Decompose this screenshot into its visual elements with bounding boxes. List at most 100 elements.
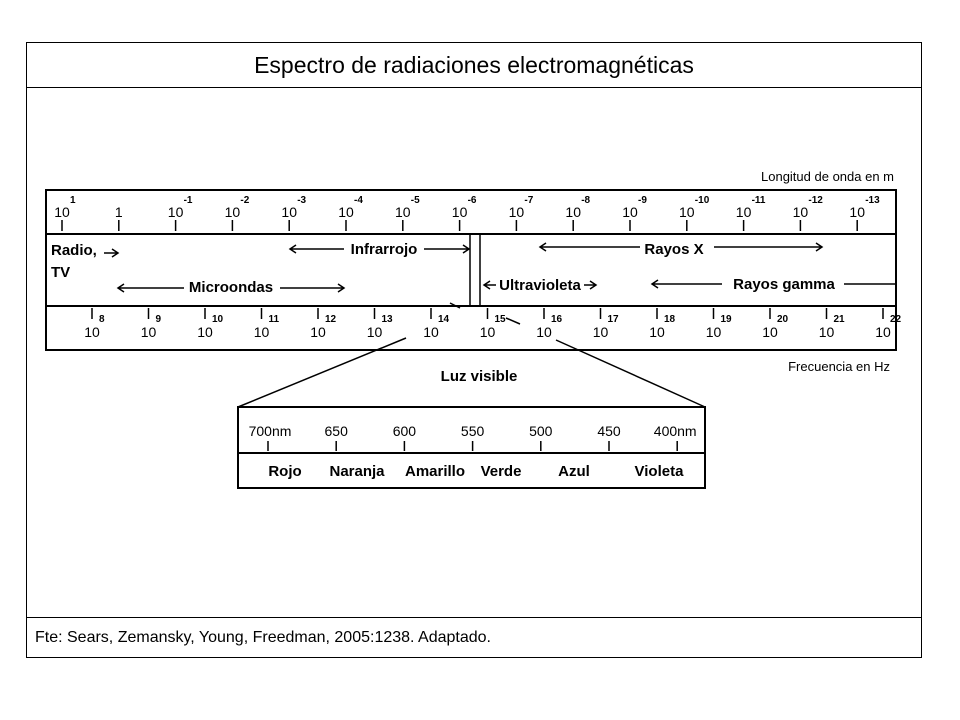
wavelength-tick-exponent: -11: [752, 195, 766, 206]
wavelength-tick-exponent: -2: [240, 195, 249, 206]
wavelength-tick-exponent: 1: [70, 195, 76, 206]
band-ultravioleta-label: Ultravioleta: [499, 277, 581, 294]
frequency-tick-base: 10: [649, 324, 665, 340]
frequency-tick-base: 10: [536, 324, 552, 340]
frequency-tick-base: 10: [84, 324, 100, 340]
band-rayos-x-label: Rayos X: [644, 241, 703, 258]
visible-color-names: Rojo Naranja Amarillo Verde Azul Violeta: [268, 463, 684, 480]
wavelength-tick-exponent: -5: [411, 195, 420, 206]
band-microondas-label: Microondas: [189, 279, 273, 296]
frequency-tick-exponent: 19: [721, 314, 733, 325]
wavelength-tick-exponent: -3: [297, 195, 306, 206]
visible-wavelength-label: 550: [461, 423, 485, 439]
visible-light-box: [237, 406, 706, 489]
visible-wavelength-ticks: 700nm 650 600 550 500 450 400nm: [249, 423, 697, 451]
wavelength-tick-exponent: -7: [524, 195, 533, 206]
radio-arrow: [104, 248, 120, 258]
wavelength-tick-exponent: -10: [695, 195, 710, 206]
zoom-line-right: [555, 339, 706, 408]
wavelength-tick-exponent: -13: [865, 195, 880, 206]
ultravioleta-arrow-right: [584, 280, 598, 290]
visible-color-name: Naranja: [329, 463, 385, 480]
frequency-tick-base: 10: [706, 324, 722, 340]
visible-wavelength-label: 500: [529, 423, 553, 439]
wavelength-axis-label: Longitud de onda en m: [761, 169, 894, 184]
frequency-tick-base: 10: [367, 324, 383, 340]
frequency-tick-exponent: 18: [664, 314, 676, 325]
microondas-arrow-right: [280, 283, 346, 293]
diagram-frame: Espectro de radiaciones electromagnética…: [26, 42, 922, 658]
frequency-tick-base: 10: [875, 324, 891, 340]
frequency-tick-exponent: 20: [777, 314, 789, 325]
wavelength-tick-base: 10: [736, 204, 752, 220]
frequency-tick-exponent: 10: [212, 314, 224, 325]
wavelength-tick-base: 10: [281, 204, 297, 220]
frequency-tick-base: 10: [254, 324, 270, 340]
frequency-tick-exponent: 21: [834, 314, 846, 325]
ultravioleta-arrow-left: [482, 280, 496, 290]
page-title: Espectro de radiaciones electromagnética…: [27, 43, 921, 88]
frequency-tick-base: 10: [762, 324, 778, 340]
infrarrojo-arrow-right: [424, 244, 471, 254]
visible-wavelength-label: 650: [325, 423, 349, 439]
visible-wavelength-label: 450: [597, 423, 621, 439]
frequency-tick-base: 10: [819, 324, 835, 340]
wavelength-tick-exponent: -6: [468, 195, 477, 206]
spectrum-box: [45, 189, 897, 351]
frequency-ticks: 1081091010101110121013101410151016101710…: [84, 308, 902, 340]
frequency-tick-base: 10: [423, 324, 439, 340]
frequency-tick-base: 10: [593, 324, 609, 340]
zoom-line-left: [237, 337, 407, 408]
frequency-tick-base: 10: [480, 324, 496, 340]
rayos-x-arrow-right: [714, 242, 824, 252]
frequency-tick-exponent: 12: [325, 314, 337, 325]
wavelength-tick-base: 10: [225, 204, 241, 220]
frequency-tick-exponent: 17: [608, 314, 620, 325]
rayos-x-arrow-left: [538, 242, 640, 252]
visible-marker-left: [449, 302, 461, 309]
wavelength-tick-exponent: -8: [581, 195, 590, 206]
band-radio-label-2: TV: [51, 264, 70, 281]
wavelength-tick-base: 10: [793, 204, 809, 220]
frequency-tick-exponent: 22: [890, 314, 902, 325]
wavelength-tick-base: 10: [168, 204, 184, 220]
wavelength-tick-exponent: -4: [354, 195, 363, 206]
wavelength-tick-base: 10: [509, 204, 525, 220]
visible-light-title: Luz visible: [441, 368, 518, 385]
frequency-tick-exponent: 15: [495, 314, 507, 325]
visible-wavelength-label: 600: [393, 423, 417, 439]
frequency-tick-exponent: 11: [269, 314, 280, 325]
frequency-tick-base: 10: [141, 324, 157, 340]
frequency-tick-base: 10: [310, 324, 326, 340]
band-infrarrojo-label: Infrarrojo: [351, 241, 418, 258]
band-radio-label-1: Radio,: [51, 242, 97, 259]
frequency-tick-exponent: 13: [382, 314, 394, 325]
frequency-tick-exponent: 16: [551, 314, 563, 325]
visible-wavelength-label: 400nm: [654, 423, 697, 439]
frequency-axis-label: Frecuencia en Hz: [788, 359, 890, 374]
wavelength-tick-base: 10: [622, 204, 638, 220]
visible-color-name: Amarillo: [405, 463, 465, 480]
frequency-tick-base: 10: [197, 324, 213, 340]
visible-color-name: Rojo: [268, 463, 301, 480]
wavelength-tick-base: 10: [679, 204, 695, 220]
wavelength-tick-exponent: -1: [184, 195, 193, 206]
wavelength-tick-base: 10: [395, 204, 411, 220]
wavelength-tick-exponent: -12: [808, 195, 823, 206]
wavelength-tick-base: 10: [565, 204, 581, 220]
rayos-gamma-arrow-left: [650, 279, 722, 289]
visible-color-name: Violeta: [635, 463, 685, 480]
frequency-tick-exponent: 14: [438, 314, 450, 325]
frequency-tick-exponent: 9: [156, 314, 162, 325]
wavelength-tick-base: 10: [849, 204, 865, 220]
wavelength-tick-base: 10: [338, 204, 354, 220]
visible-color-name: Azul: [558, 463, 590, 480]
visible-wavelength-label: 700nm: [249, 423, 292, 439]
visible-color-name: Verde: [481, 463, 522, 480]
wavelength-tick-base: 1: [115, 204, 123, 220]
infrarrojo-arrow-left: [288, 244, 344, 254]
band-rayos-gamma-label: Rayos gamma: [733, 276, 835, 293]
visible-marker-right: [505, 317, 521, 325]
